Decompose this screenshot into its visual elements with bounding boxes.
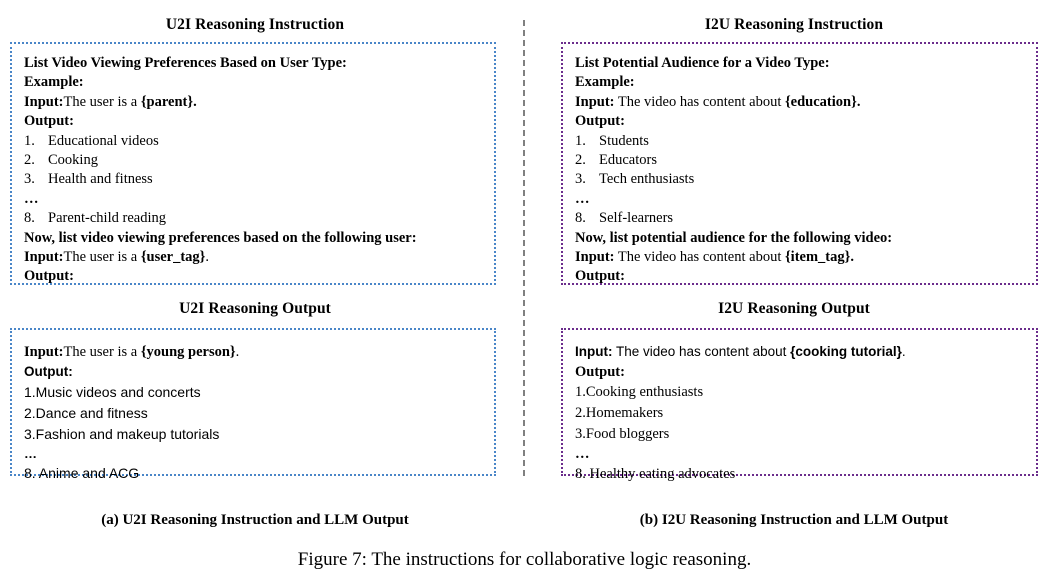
i2u-input-suffix: .: [856, 93, 861, 110]
u2i-list-item-text: Cooking: [48, 152, 98, 169]
i2u-example-label: Example:: [575, 74, 635, 91]
i2u-out-list-item-last: 8. Healthy eating advocates: [575, 466, 736, 483]
i2u-list-item-text: Educators: [599, 152, 657, 169]
u2i-output-label: Output:: [24, 113, 74, 130]
i2u-final-input-tag: {item_tag}: [784, 249, 851, 266]
u2i-input-prefix: The user is a: [63, 93, 141, 110]
u2i-out-list-item-last: 8. Anime and ACG: [24, 465, 140, 481]
i2u-final-input-suffix: .: [850, 249, 854, 266]
u2i-list-item-num: 1.: [24, 132, 35, 149]
i2u-out-list-ellipsis: …: [575, 446, 591, 462]
i2u-input-label: Input:: [575, 93, 615, 110]
u2i-example-input-line: Input:The user is a {parent}.: [24, 93, 494, 112]
u2i-list-item: 2. Cooking: [24, 151, 494, 170]
i2u-output-box: Input: The video has content about {cook…: [561, 328, 1038, 482]
i2u-title-line: List Potential Audience for a Video Type…: [575, 55, 830, 71]
i2u-out-input-prefix: The video has content about: [612, 344, 791, 359]
i2u-output-heading: I2U Reasoning Output: [718, 300, 870, 317]
i2u-out-list-item: 1.Cooking enthusiasts: [575, 384, 704, 400]
right-sub-caption: (b) I2U Reasoning Instruction and LLM Ou…: [639, 512, 949, 528]
i2u-list-item: 3. Tech enthusiasts: [575, 170, 1036, 189]
u2i-input-suffix: .: [193, 93, 197, 110]
i2u-out-input-suffix: .: [901, 344, 906, 359]
u2i-final-input-prefix: The user is a: [63, 249, 141, 266]
i2u-out-input-label: Input:: [575, 344, 613, 359]
u2i-input-tag: {parent}: [140, 93, 194, 110]
u2i-final-input-line: Input:The user is a {user_tag}.: [24, 248, 494, 267]
i2u-input-tag: {education}: [784, 93, 857, 110]
u2i-list-item-num: 8.: [24, 210, 35, 227]
u2i-instruction-heading: U2I Reasoning Instruction: [165, 16, 345, 33]
u2i-now-line: Now, list video viewing preferences base…: [24, 229, 417, 246]
u2i-out-list-item: 1.Music videos and concerts: [24, 384, 201, 400]
i2u-output-label: Output:: [575, 113, 625, 130]
u2i-list-item: 1. Educational videos: [24, 132, 494, 151]
i2u-final-output-label: Output:: [575, 268, 625, 285]
u2i-title-line: List Video Viewing Preferences Based on …: [24, 55, 347, 71]
i2u-instruction-heading: I2U Reasoning Instruction: [704, 16, 884, 33]
i2u-list-ellipsis: …: [575, 190, 591, 207]
u2i-out-input-prefix: The user is a: [63, 344, 141, 360]
u2i-list-item-text: Health and fitness: [48, 171, 153, 188]
left-sub-caption: (a) U2I Reasoning Instruction and LLM Ou…: [101, 512, 409, 528]
u2i-list-item: 3. Health and fitness: [24, 170, 494, 189]
u2i-list-item-text: Educational videos: [48, 132, 159, 149]
u2i-final-input-suffix: .: [205, 249, 210, 266]
i2u-instruction-box: List Potential Audience for a Video Type…: [561, 42, 1038, 285]
u2i-input-label: Input:: [24, 93, 64, 110]
i2u-out-input-line: Input: The video has content about {cook…: [575, 342, 1036, 362]
i2u-list-item-text: Tech enthusiasts: [599, 171, 695, 188]
i2u-list-item-text: Self-learners: [599, 210, 674, 227]
u2i-out-output-label: Output:: [24, 364, 73, 379]
i2u-now-line: Now, list potential audience for the fol…: [575, 229, 893, 246]
u2i-out-input-suffix: .: [235, 344, 240, 360]
i2u-out-output-label: Output:: [575, 364, 625, 380]
i2u-input-prefix: The video has content about: [614, 93, 785, 110]
i2u-list-item-num: 8.: [575, 210, 586, 227]
left-column: U2I Reasoning Instruction List Video Vie…: [0, 0, 510, 535]
u2i-list-item-num: 3.: [24, 171, 35, 188]
u2i-out-input-tag: {young person}: [140, 344, 236, 360]
u2i-list-item-text: Parent-child reading: [48, 210, 166, 227]
i2u-list-item-num: 3.: [575, 171, 586, 188]
u2i-out-list-item: 3.Fashion and makeup tutorials: [24, 426, 220, 442]
u2i-list-ellipsis: …: [24, 190, 40, 207]
u2i-out-input-line: Input:The user is a {young person}.: [24, 342, 494, 362]
i2u-list-item-num: 1.: [575, 132, 586, 149]
i2u-example-input-line: Input: The video has content about {educ…: [575, 93, 1036, 112]
right-column: I2U Reasoning Instruction List Potential…: [539, 0, 1049, 535]
i2u-list-item: 1. Students: [575, 132, 1036, 151]
i2u-final-input-label: Input:: [575, 249, 615, 266]
u2i-output-box: Input:The user is a {young person}. Outp…: [10, 328, 496, 481]
u2i-output-heading: U2I Reasoning Output: [179, 300, 331, 317]
u2i-list-item-num: 2.: [24, 152, 35, 169]
i2u-out-input-tag: {cooking tutorial}: [790, 344, 902, 359]
u2i-out-list-ellipsis: …: [24, 446, 38, 461]
u2i-final-input-label: Input:: [24, 249, 64, 266]
i2u-list-item-num: 2.: [575, 152, 586, 169]
i2u-out-list-item: 2.Homemakers: [575, 405, 664, 421]
u2i-final-input-tag: {user_tag}: [140, 249, 206, 266]
u2i-example-label: Example:: [24, 74, 84, 91]
i2u-final-input-prefix: The video has content about: [614, 249, 785, 266]
u2i-out-list-item: 2.Dance and fitness: [24, 405, 148, 421]
i2u-list-item-text: Students: [599, 132, 649, 149]
figure-caption: Figure 7: The instructions for collabora…: [297, 549, 752, 570]
i2u-list-item-last: 8. Self-learners: [575, 209, 1036, 228]
u2i-out-input-label: Input:: [24, 344, 64, 360]
i2u-out-list-item: 3.Food bloggers: [575, 426, 670, 442]
u2i-instruction-box: List Video Viewing Preferences Based on …: [10, 42, 496, 285]
u2i-final-output-label: Output:: [24, 268, 74, 285]
i2u-final-input-line: Input: The video has content about {item…: [575, 248, 1036, 267]
column-divider: [523, 20, 525, 476]
i2u-list-item: 2. Educators: [575, 151, 1036, 170]
u2i-list-item-last: 8. Parent-child reading: [24, 209, 494, 228]
